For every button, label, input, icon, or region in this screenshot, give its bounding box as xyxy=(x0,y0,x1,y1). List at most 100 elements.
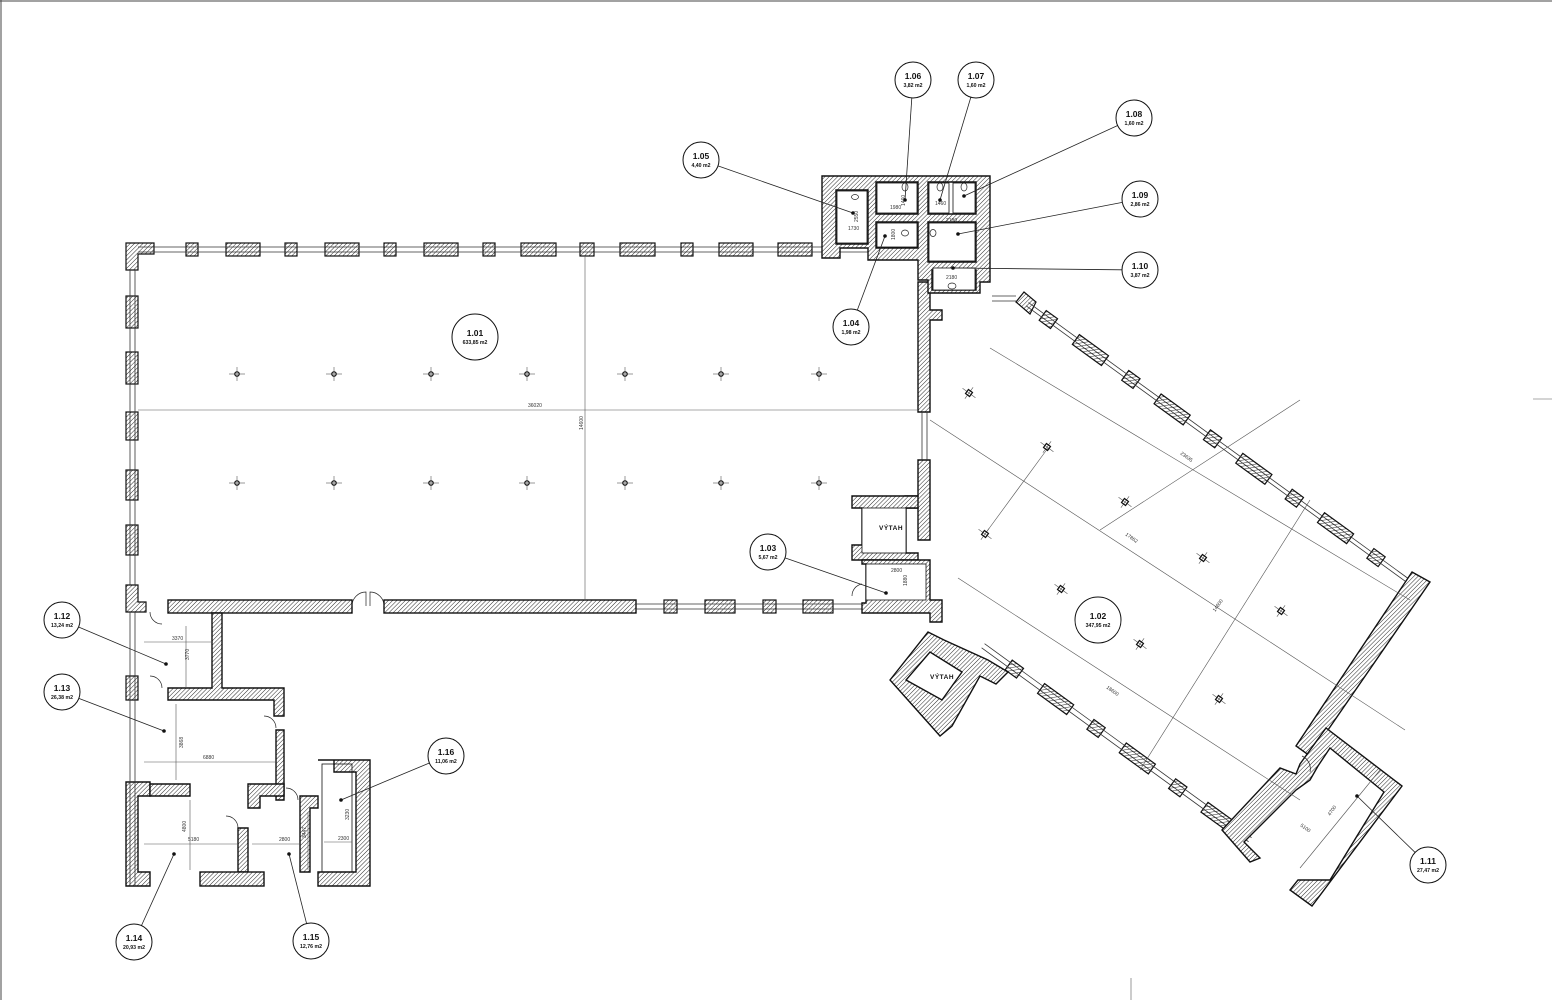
tag-circle xyxy=(749,533,787,571)
tag-leader-line xyxy=(904,97,913,201)
dim-room-1-13-d: 3868 xyxy=(179,737,185,748)
room-point-dot xyxy=(938,198,942,202)
tag-circle xyxy=(427,737,465,775)
room-area: 3,87 m2 xyxy=(1130,273,1149,279)
small-rooms-walls xyxy=(125,611,371,887)
room-area: 11,06 m2 xyxy=(435,759,457,765)
room-area: 2,86 m2 xyxy=(1130,202,1149,208)
room-point-dot xyxy=(962,194,966,198)
room-area: 633,85 m2 xyxy=(463,340,488,346)
column-marker xyxy=(1212,693,1226,705)
column-marker xyxy=(519,367,535,381)
tag-leader-line xyxy=(939,97,972,201)
room-number: 1.02 xyxy=(1090,611,1107,621)
tag-circle xyxy=(832,308,870,346)
tag-leader-line xyxy=(141,853,175,926)
wing-dimension-lines xyxy=(929,347,1411,869)
dim-room-1-14-d: 4800 xyxy=(182,821,188,832)
tag-leader-line xyxy=(784,557,887,594)
column-marker xyxy=(713,476,729,490)
column-marker xyxy=(811,476,827,490)
dim-wc-1-06-b: 1980 xyxy=(890,205,901,211)
dim-wing-length-mid: 17862 xyxy=(1124,532,1139,545)
tag-leader-line xyxy=(288,853,307,924)
room-point-dot xyxy=(287,852,291,856)
column-marker xyxy=(713,367,729,381)
tag-leader-line xyxy=(963,125,1118,197)
column-marker xyxy=(519,476,535,490)
room-area: 13,24 m2 xyxy=(51,623,73,629)
tag-leader-line xyxy=(856,235,886,311)
room-number: 1.11 xyxy=(1420,856,1436,866)
room-number: 1.16 xyxy=(438,747,455,757)
tag-circle xyxy=(1115,99,1153,137)
column-marker xyxy=(1133,638,1147,650)
room-point-dot xyxy=(884,591,888,595)
room-number: 1.10 xyxy=(1132,261,1149,271)
room-area: 347,95 m2 xyxy=(1086,623,1111,629)
tag-leader-line xyxy=(78,626,167,665)
room-number: 1.15 xyxy=(303,932,320,942)
dim-wc-1-04: 1800 xyxy=(891,229,897,240)
dim-room-1-16-w: 2300 xyxy=(338,836,349,842)
room-number: 1.09 xyxy=(1132,190,1149,200)
column-marker xyxy=(962,387,976,399)
room-area: 4,40 m2 xyxy=(691,163,710,169)
room-area: 1,60 m2 xyxy=(1124,121,1143,127)
tag-leader-line xyxy=(1356,795,1416,853)
column-marker xyxy=(811,367,827,381)
dim-room-1-03-w: 2800 xyxy=(891,568,902,574)
wing-columns xyxy=(962,387,1288,705)
room-tag: 1.081,60 m2 xyxy=(962,99,1153,198)
room-point-dot xyxy=(956,232,960,236)
room-area: 5,67 m2 xyxy=(758,555,777,561)
tag-circle xyxy=(43,673,81,711)
dim-hall-width: 36020 xyxy=(528,403,542,409)
dim-room-1-15-d: 3447 xyxy=(302,827,308,838)
room-point-dot xyxy=(172,852,176,856)
tag-circle xyxy=(115,923,153,961)
room-area: 20,93 m2 xyxy=(123,945,145,951)
dim-wc-1-05-a: 2550 xyxy=(854,211,860,222)
tag-leader-line xyxy=(952,267,1123,271)
room-tag: 1.15 12,76 m2 xyxy=(287,852,330,960)
elevator-core-walls xyxy=(851,495,943,623)
dim-wc-1-05-b: 1730 xyxy=(848,226,859,232)
tag-circle xyxy=(894,61,932,99)
room-tag: 1.063,82 m2 xyxy=(894,61,932,202)
tag-circle xyxy=(957,61,995,99)
room-tag: 1.09 2,86 m2 xyxy=(956,180,1159,236)
dim-room-1-16-d: 3230 xyxy=(345,809,351,820)
tag-circle xyxy=(292,922,330,960)
dim-wing-length-bottom: 18600 xyxy=(1105,685,1120,698)
column-marker xyxy=(978,528,992,540)
column-marker xyxy=(1274,605,1288,617)
dim-wing-length-top: 23635 xyxy=(1179,451,1194,464)
dim-room-1-03-d: 1880 xyxy=(903,575,909,586)
room-number: 1.12 xyxy=(54,611,71,621)
room-tag: 1.12 13,24 m2 xyxy=(43,601,168,666)
elevator-label-2: VÝTAH xyxy=(930,672,954,681)
room-area: 1,98 m2 xyxy=(841,330,860,336)
column-marker xyxy=(1054,583,1068,595)
tag-circle xyxy=(1409,846,1447,884)
column-marker xyxy=(423,367,439,381)
tag-leader-line xyxy=(717,165,854,214)
room-number: 1.06 xyxy=(905,71,922,81)
room-point-dot xyxy=(339,798,343,802)
elevator-label-1: VÝTAH xyxy=(879,523,903,532)
dim-room-1-12-d: 3770 xyxy=(185,649,191,660)
wc-block-walls xyxy=(821,175,1016,302)
room-number: 1.03 xyxy=(760,543,777,553)
dim-room-1-12-w: 3370 xyxy=(172,636,183,642)
room-area: 1,60 m2 xyxy=(966,83,985,89)
dim-wc-1-07: 1460 xyxy=(935,201,946,207)
room-area: 12,76 m2 xyxy=(300,944,322,950)
angled-wing-walls xyxy=(889,291,1432,907)
room-area: 27,47 m2 xyxy=(1417,868,1439,874)
